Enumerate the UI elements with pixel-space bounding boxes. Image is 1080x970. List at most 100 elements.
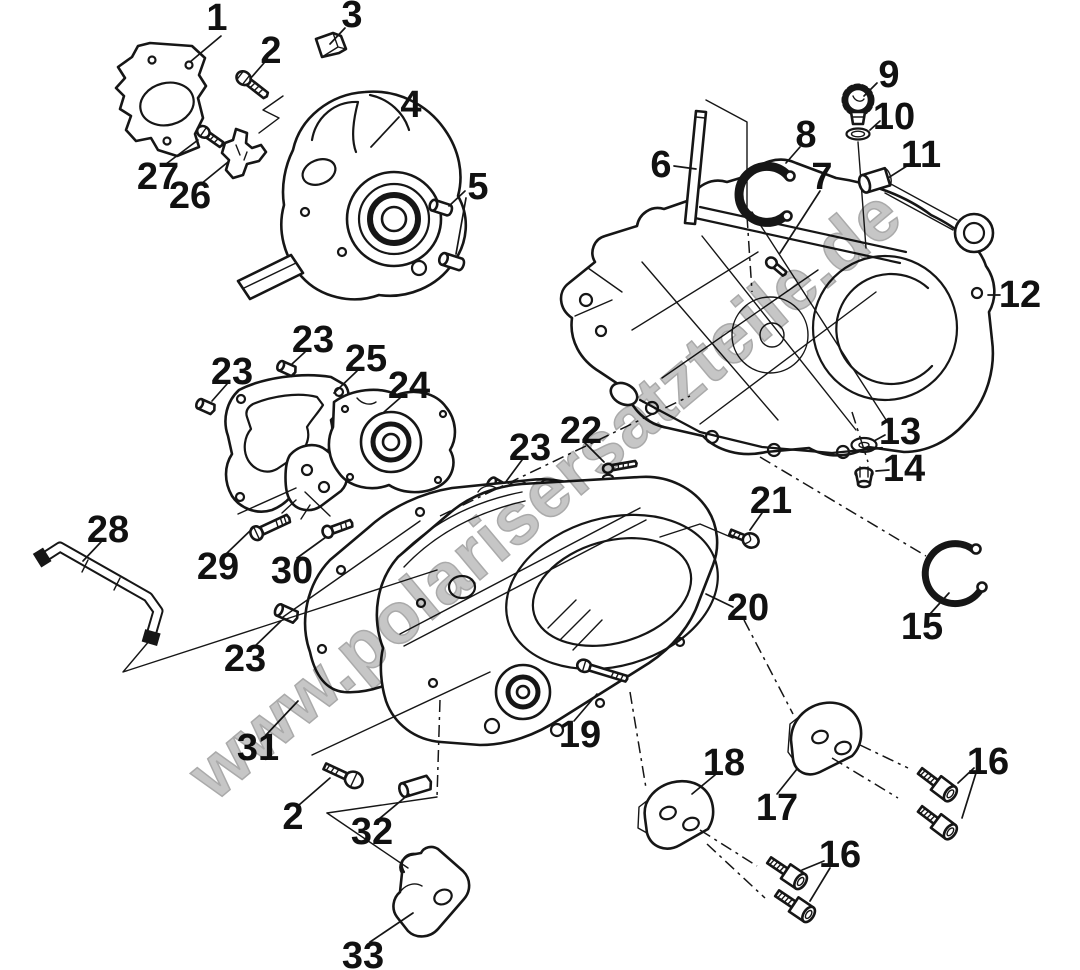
part-32-pin (397, 774, 433, 799)
leader-line (225, 527, 254, 555)
leader-line (200, 161, 229, 185)
leader-line (383, 397, 401, 413)
part-26-fork (220, 127, 268, 180)
leader-line (249, 62, 265, 80)
leader-line (929, 592, 950, 615)
callout-3: 3 (341, 0, 362, 36)
construction-lines (122, 95, 927, 899)
leader-line (691, 774, 716, 795)
callout-8: 8 (795, 114, 816, 156)
leader-line (776, 768, 798, 795)
leader-line (779, 190, 821, 254)
leader-line (448, 190, 466, 207)
part-7-bolt (764, 256, 788, 277)
leader-line (370, 116, 400, 148)
leader-line (378, 793, 410, 820)
leader-line (333, 370, 358, 394)
part-16-socket-bolts (765, 766, 959, 924)
part-13-washer (850, 436, 878, 454)
part-12-crankcase (559, 158, 996, 460)
leader-line (455, 197, 467, 255)
callout-2: 2 (260, 30, 281, 72)
leader-line (673, 165, 697, 170)
leader-line (801, 860, 825, 871)
leader-line (573, 693, 598, 722)
leader-line (809, 867, 831, 902)
callout-30: 30 (271, 550, 313, 592)
callout-25: 25 (345, 338, 387, 380)
leader-line (875, 469, 890, 472)
leader-line (189, 35, 222, 63)
part-9-oil-cap (841, 83, 875, 126)
callout-16-2: 16 (819, 834, 861, 876)
callout-12: 12 (999, 274, 1041, 316)
part-17-bracket (787, 701, 863, 776)
callout-4: 4 (400, 84, 421, 126)
callout-1: 1 (206, 0, 227, 39)
callout-2-2: 2 (282, 796, 303, 838)
callout-10: 10 (873, 96, 915, 138)
part-8-retainer-clip (734, 161, 796, 227)
part-15-circlip (921, 540, 988, 608)
part-6-tube (683, 99, 753, 293)
leader-line (504, 459, 523, 484)
leader-line (961, 772, 977, 819)
leader-line (296, 536, 327, 559)
leader-line (863, 82, 878, 97)
leader-line (584, 442, 605, 463)
part-4-crankcase-half (236, 90, 468, 301)
leader-line (369, 912, 414, 943)
parts-drawing (32, 31, 996, 938)
callout-23: 23 (292, 319, 334, 361)
callout-5: 5 (467, 166, 488, 208)
callout-15: 15 (901, 606, 943, 648)
callout-27: 27 (137, 156, 179, 198)
leader-line (211, 383, 228, 402)
part-14-bolt (854, 466, 874, 489)
part-27-bolt (195, 124, 225, 149)
part-2-bolt-lower (322, 762, 364, 790)
callout-26: 26 (169, 175, 211, 217)
leader-line (869, 120, 881, 131)
part-2-bolt (235, 69, 270, 100)
callout-33: 33 (342, 935, 384, 970)
leader-line (252, 620, 282, 649)
callout-23-2: 23 (211, 351, 253, 393)
part-20-cover (375, 475, 719, 747)
callout-17: 17 (756, 787, 798, 829)
callout-21: 21 (750, 480, 792, 522)
part-10-oring (845, 127, 871, 249)
callout-29: 29 (197, 546, 239, 588)
callout-22: 22 (560, 410, 602, 452)
callout-6: 6 (650, 144, 671, 186)
part-24-cover (327, 388, 457, 494)
part-29-bolt (249, 513, 292, 542)
leader-line (329, 27, 346, 45)
leader-line (82, 541, 102, 562)
leader-line (705, 593, 734, 608)
callout-32: 32 (351, 811, 393, 853)
part-11-spacer (857, 166, 958, 231)
leader-line (873, 434, 886, 442)
part-21-screw (727, 528, 760, 549)
callout-13: 13 (879, 411, 921, 453)
part-3-plug (314, 31, 348, 59)
leader-line (291, 351, 306, 365)
part-19-bolt (575, 658, 629, 683)
callout-7: 7 (811, 156, 832, 198)
callout-19: 19 (559, 714, 601, 756)
callout-28: 28 (87, 509, 129, 551)
leader-line (957, 767, 975, 784)
leader-line (265, 700, 299, 736)
leader-line (749, 512, 763, 531)
callout-14: 14 (883, 448, 925, 490)
callout-23-3: 23 (509, 427, 551, 469)
callout-31: 31 (237, 727, 279, 769)
callout-23-4: 23 (224, 638, 266, 680)
leader-line (165, 139, 199, 165)
leader-line (785, 146, 801, 164)
leader-line (298, 777, 331, 806)
